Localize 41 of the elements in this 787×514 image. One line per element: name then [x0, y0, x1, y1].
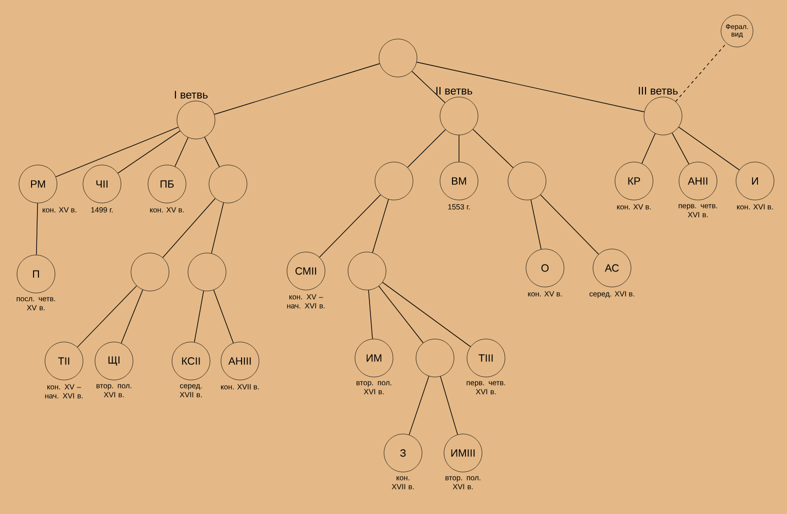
connector-line	[319, 194, 381, 258]
connector-line	[530, 199, 542, 250]
empty-circle	[378, 38, 418, 78]
empty-circle	[416, 338, 454, 378]
connector-line	[407, 129, 446, 168]
connector-line	[211, 202, 224, 254]
node-label: II ветвь	[436, 86, 472, 95]
empty-circle	[508, 162, 546, 200]
connector-line	[204, 136, 220, 168]
connector-line	[372, 199, 389, 253]
connector-line	[458, 134, 460, 162]
connector-line	[641, 133, 656, 164]
connector-line	[118, 130, 180, 174]
connector-line	[378, 286, 424, 344]
connector-line	[672, 132, 690, 164]
empty-circle	[130, 252, 170, 292]
connector-line	[162, 198, 216, 258]
connector-line	[408, 376, 430, 436]
node-label: I ветвь	[174, 90, 208, 99]
connector-line	[55, 126, 179, 178]
connector-line	[416, 62, 645, 112]
connector-line	[174, 137, 188, 167]
connector-line	[368, 290, 373, 340]
connector-line	[36, 202, 38, 256]
connector-line	[214, 63, 380, 115]
node-label: III ветвь	[638, 86, 678, 95]
connector-line	[194, 290, 204, 342]
connector-line	[213, 290, 234, 344]
empty-circle	[348, 252, 386, 290]
connector-line	[382, 282, 471, 348]
connector-line	[77, 285, 137, 348]
empty-circle	[188, 252, 226, 292]
empty-circle	[208, 164, 248, 204]
connector-line	[440, 376, 458, 435]
connector-line	[675, 42, 727, 102]
connector-line	[678, 126, 740, 170]
connector-line	[472, 128, 514, 168]
connector-line	[120, 289, 144, 344]
connector-line	[412, 70, 446, 104]
empty-circle	[374, 162, 414, 200]
connector-line	[540, 194, 599, 255]
